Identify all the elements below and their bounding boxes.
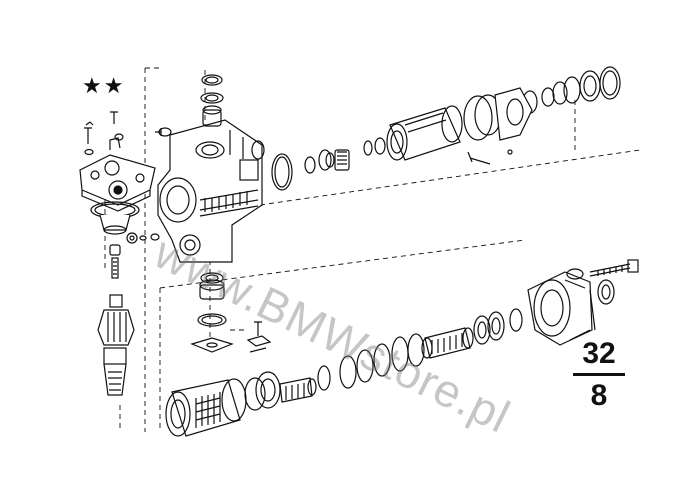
special-tool-stars: ★★ <box>82 74 126 99</box>
end-cover <box>527 268 615 346</box>
mounting-bolt <box>589 259 639 277</box>
valve-body <box>334 87 533 171</box>
group-number-top: 32 <box>582 337 616 370</box>
assembly-guide-lines <box>104 67 641 432</box>
pitman-shaft <box>97 244 135 396</box>
worm-shaft <box>244 371 317 411</box>
cover-plate-assembly <box>79 111 156 244</box>
group-number-bottom: 8 <box>590 379 608 412</box>
group-number-label: 32 8 <box>571 338 627 412</box>
group-number-divider <box>573 373 625 376</box>
bearing-set <box>190 74 272 353</box>
piston <box>165 378 247 437</box>
snap-ring-set <box>317 333 425 391</box>
gear-housing <box>139 119 265 263</box>
steering-nut <box>421 308 523 359</box>
